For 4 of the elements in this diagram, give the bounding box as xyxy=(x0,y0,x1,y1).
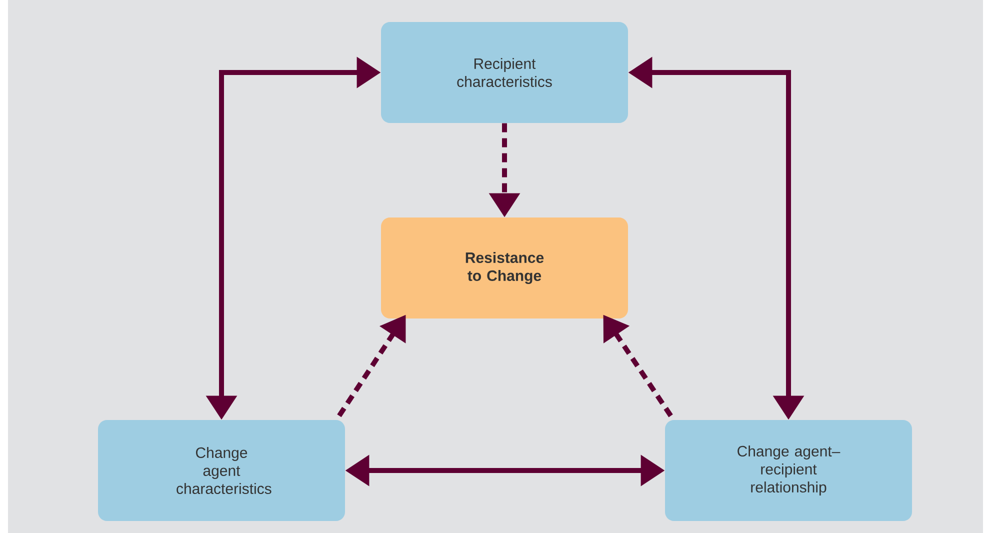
process-box: Change agent characteristics xyxy=(98,420,345,521)
process-box: Change agent–recipient relationship xyxy=(665,420,912,521)
process-box: Recipient characteristics xyxy=(381,22,628,123)
highlight-box: Resistance to Change xyxy=(381,218,628,318)
